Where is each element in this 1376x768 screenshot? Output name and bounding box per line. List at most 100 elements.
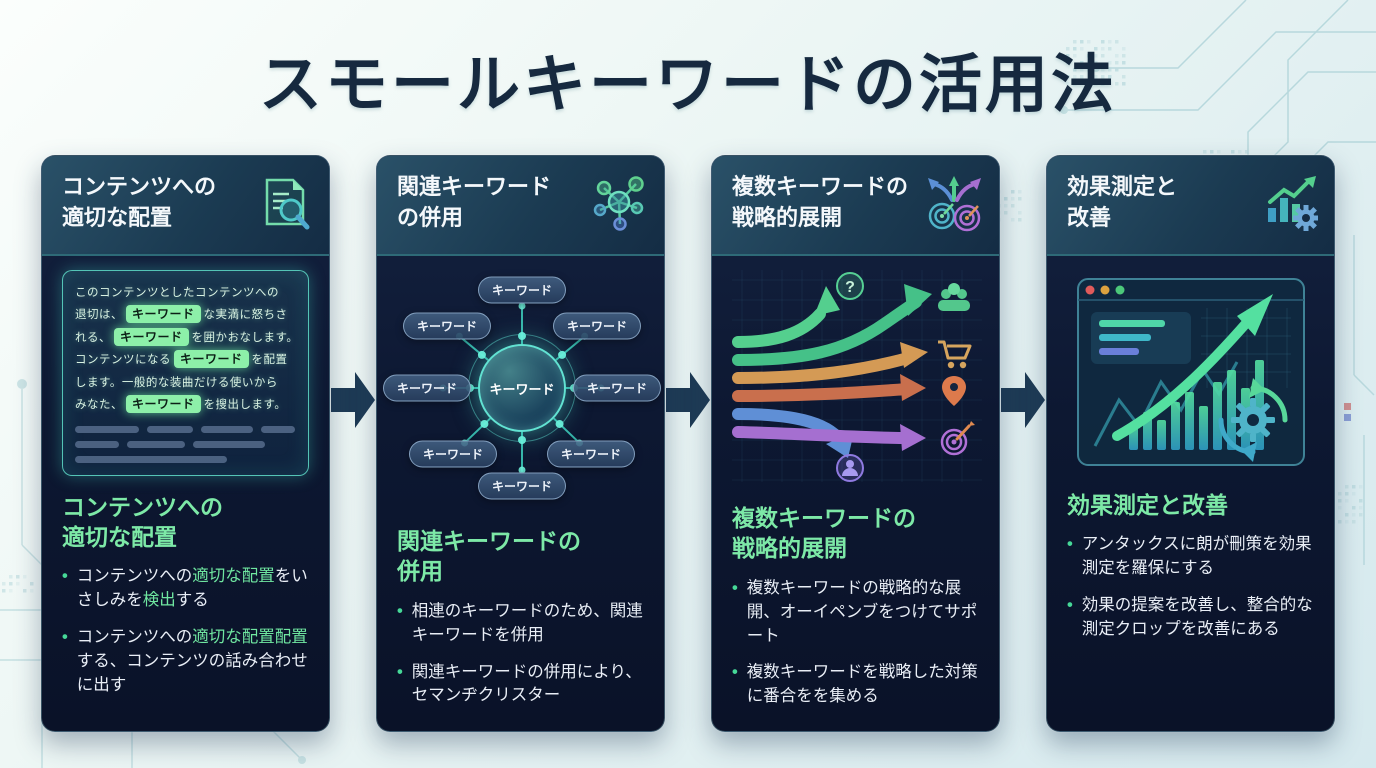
bullet-item: • コンテンツへの適切な配置配置する、コンテンツの話み合わせに出す <box>62 626 309 698</box>
bullet-text: 複数キーワードの戦略的な展開、オーイペンブをつけてサポート <box>746 578 978 645</box>
card-related-keywords: 関連キーワード の併用 <box>376 155 665 732</box>
card-strategic-deployment: 複数キーワードの 戦略的展開 <box>711 155 1000 732</box>
flow-arrow-2 <box>665 372 711 428</box>
page-title: スモールキーワードの活用法 <box>259 50 1117 120</box>
bullet-text: 関連キーワードの併用により、セマンヂクリスター <box>411 662 642 705</box>
cards-row: コンテンツへの 適切な配置 このコンテンツとしたコンテンツへの退切は、キーワード… <box>41 155 1335 732</box>
keyword-pill: キーワード <box>408 440 498 468</box>
mock-text: 退切は、 <box>75 309 123 322</box>
bullet-list: • アンタックスに朗が刪策を効果測定を羅保にする • 効果の提案を改善し、整合的な測定… <box>1067 533 1314 642</box>
bullet-list: • コンテンツへの適切な配置をいさしみを検出する • コンテンツへの適切な配置配置する… <box>62 565 309 698</box>
mock-text-line: このコンテンツとしたコンテンツへの <box>75 282 296 304</box>
keyword-pill: キーワード <box>402 312 492 340</box>
card-content-placement: コンテンツへの 適切な配置 このコンテンツとしたコンテンツへの退切は、キーワード… <box>41 155 330 732</box>
dashboard-svg <box>1076 278 1305 466</box>
mock-text-line: します。一般的な装曲だける使いから <box>75 372 296 394</box>
network-hub-icon <box>590 174 648 236</box>
mock-text-line: コンテンツになるキーワードを配置 <box>75 349 296 371</box>
keyword-chip: キーワード <box>126 395 201 414</box>
placeholder-bar-row <box>75 440 296 448</box>
bullet-item: • アンタックスに朗が刪策を効果測定を羅保にする <box>1067 533 1314 581</box>
bullet-dot: • <box>1067 535 1073 554</box>
keyword-pill: キーワード <box>477 276 567 304</box>
bullet-text: アンタックスに朗が刪策を効果測定を羅保にする <box>1081 535 1312 578</box>
bullet-list: • 複数キーワードの戦略的な展開、オーイペンブをつけてサポート • 複数キーワードを戦… <box>732 577 979 710</box>
mock-text: みなた、 <box>75 399 123 412</box>
mock-text: を配置 <box>251 354 288 367</box>
mock-text-line: 退切は、キーワードな実満に怒ちさ <box>75 304 296 326</box>
bullet-text: 複数キーワードを戦略した対策に番合をを集める <box>746 663 978 706</box>
placeholder-bar <box>75 440 119 448</box>
card-header-strategic-deployment: 複数キーワードの 戦略的展開 <box>712 156 999 256</box>
bullet-item: • 相連のキーワードのため、関連キーワードを併用 <box>397 600 644 648</box>
circuit-pattern-left-edge <box>2 379 42 593</box>
bullet-item: • 関連キーワードの併用により、セマンヂクリスター <box>397 661 644 709</box>
document-search-icon <box>255 174 313 236</box>
card-heading: 効果測定と改善 <box>1067 492 1228 518</box>
flow-arrow-3 <box>1000 372 1046 428</box>
bullet-dot: • <box>62 628 68 647</box>
placeholder-bar <box>75 425 139 433</box>
analytics-dashboard-mockup <box>1067 270 1314 474</box>
card-header-measure-improve: 効果測定と 改善 <box>1047 156 1334 256</box>
placeholder-bar <box>201 425 253 433</box>
bullet-dot: • <box>732 578 738 597</box>
bullet-item: • コンテンツへの適切な配置をいさしみを検出する <box>62 565 309 613</box>
card-header-title: 関連キーワード の併用 <box>397 174 552 230</box>
card-heading: 複数キーワードの戦略的展開 <box>732 505 916 562</box>
placeholder-bar <box>147 425 193 433</box>
circuit-pattern-right-edge <box>1338 235 1375 565</box>
hub-center-keyword: キーワード <box>478 344 566 432</box>
placeholder-bar-row <box>75 455 296 463</box>
chart-gear-icon <box>1260 174 1319 236</box>
branching-arrows-diagram: ? <box>732 270 982 487</box>
bullet-dot: • <box>1067 596 1073 615</box>
keyword-chip: キーワード <box>126 305 201 324</box>
card-header-content-placement: コンテンツへの 適切な配置 <box>42 156 329 256</box>
placeholder-bar-row <box>75 425 296 433</box>
keyword-pill: キーワード <box>552 312 642 340</box>
bullet-text: 効果の提案を改善し、整合的な測定クロップを改善にある <box>1081 596 1313 639</box>
content-text-mockup: このコンテンツとしたコンテンツへの退切は、キーワードな実満に怒ちされる、キーワー… <box>62 270 309 476</box>
bullet-dot: • <box>732 663 738 682</box>
card-heading: コンテンツへの適切な配置 <box>62 493 223 550</box>
bullet-text: 相連のキーワードのため、関連キーワードを併用 <box>411 601 643 644</box>
card-heading: 関連キーワードの併用 <box>397 528 581 585</box>
mock-text: を搜出します。 <box>203 399 287 412</box>
svg-text:?: ? <box>845 279 855 296</box>
card-header-title: 複数キーワードの 戦略的展開 <box>732 174 909 230</box>
branching-arrows-svg: ? <box>732 270 982 482</box>
mock-text: な実満に怒ちさ <box>203 309 288 322</box>
keyword-pill: キーワード <box>546 440 636 468</box>
mock-text-line: みなた、キーワードを搜出します。 <box>75 394 296 416</box>
mock-text: します。一般的な装曲だける使いから <box>75 376 278 389</box>
bullet-item: • 複数キーワードを戦略した対策に番合をを集める <box>732 661 979 709</box>
bullet-list: • 相連のキーワードのため、関連キーワードを併用 • 関連キーワードの併用により、セマ… <box>397 600 644 709</box>
placeholder-bars <box>75 425 296 463</box>
bullet-item: • 複数キーワードの戦略的な展開、オーイペンブをつけてサポート <box>732 577 979 649</box>
keyword-hub-diagram: キーワードキーワードキーワードキーワードキーワードキーワードキーワードキーワード… <box>382 270 662 510</box>
keyword-pill: キーワード <box>572 374 662 402</box>
bullet-text: コンテンツへの適切な配置をいさしみを検出する <box>76 567 308 610</box>
bullet-dot: • <box>62 567 68 586</box>
placeholder-bar <box>75 455 227 463</box>
bullet-text: コンテンツへの適切な配置配置する、コンテンツの話み合わせに出す <box>76 628 308 694</box>
keyword-chip: キーワード <box>174 350 249 369</box>
placeholder-bar <box>193 440 265 448</box>
highlighted-text-box: このコンテンツとしたコンテンツへの退切は、キーワードな実満に怒ちされる、キーワー… <box>62 270 309 476</box>
branching-arrows-targets-icon <box>925 174 983 236</box>
mock-text: れる、 <box>75 331 111 344</box>
keyword-pill: キーワード <box>477 472 567 500</box>
card-header-title: コンテンツへの 適切な配置 <box>62 174 217 230</box>
placeholder-bar <box>127 440 185 448</box>
placeholder-bar <box>261 425 295 433</box>
bullet-item: • 効果の提案を改善し、整合的な測定クロップを改善にある <box>1067 594 1314 642</box>
keyword-pill: キーワード <box>382 374 472 402</box>
mock-text: コンテンツになる <box>75 354 171 367</box>
keyword-chip: キーワード <box>114 327 189 346</box>
flow-arrow-1 <box>330 372 376 428</box>
bullet-dot: • <box>397 601 403 620</box>
mock-text-line: れる、キーワードを囲かおなします。 <box>75 327 298 349</box>
bullet-dot: • <box>397 662 403 681</box>
mock-text: このコンテンツとしたコンテンツへの <box>75 287 279 299</box>
